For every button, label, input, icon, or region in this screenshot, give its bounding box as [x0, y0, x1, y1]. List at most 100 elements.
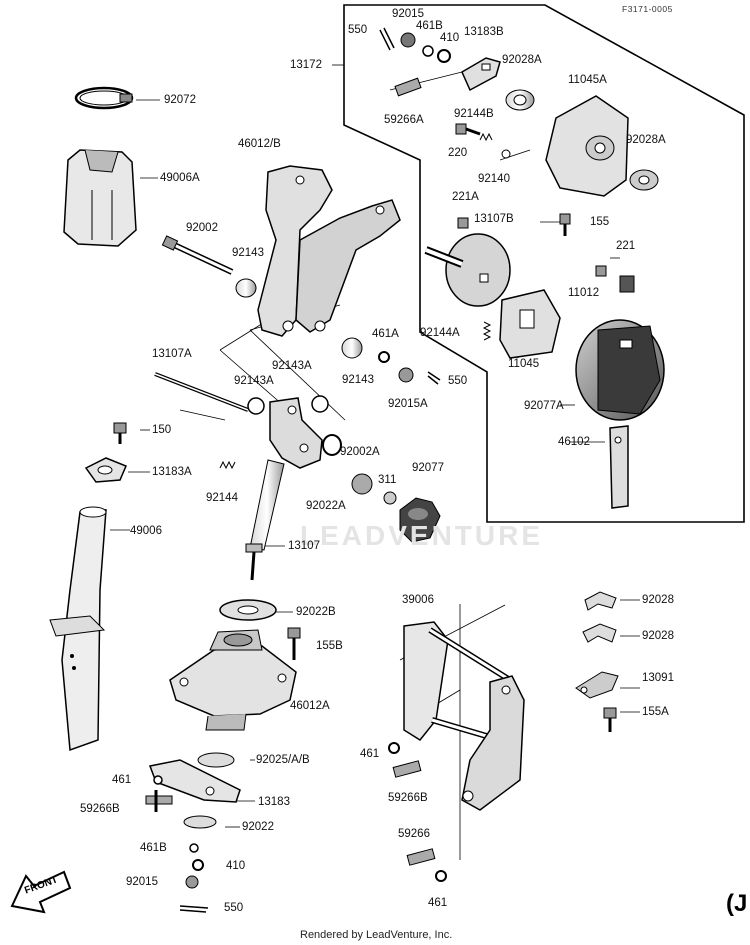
assembly-outline-13172	[343, 4, 745, 523]
label-59266b-r: 59266B	[388, 792, 428, 804]
washer-461-l	[153, 775, 163, 785]
boot-49006a	[63, 149, 137, 247]
front-arrow	[10, 870, 72, 914]
reference-code: F3171-0005	[622, 4, 673, 14]
washer-461b-b	[189, 843, 199, 853]
hose-clamp-92072	[74, 86, 134, 110]
label-92143a-1: 92143A	[272, 360, 312, 372]
label-46102: 46102	[558, 436, 590, 448]
label-49006: 49006	[130, 525, 162, 537]
cotter-pin-550-a	[379, 27, 395, 51]
label-59266a: 59266A	[384, 114, 424, 126]
label-13183a: 13183A	[152, 466, 192, 478]
flange-13183a	[84, 457, 127, 483]
bolt-155b	[287, 627, 301, 660]
fitting-59266b-r	[392, 760, 422, 778]
label-92143-b: 92143	[342, 374, 374, 386]
castle-nut-92015a	[398, 367, 414, 383]
label-410-b: 410	[226, 860, 246, 872]
bolt-155a	[603, 707, 617, 732]
bracket-39006	[403, 621, 525, 811]
label-92015-a: 92015	[392, 8, 424, 20]
label-550-c: 550	[224, 902, 244, 914]
washer-92022b-hole	[237, 605, 259, 615]
tube-49006	[49, 506, 107, 752]
cotter-pin-550-b	[427, 371, 441, 385]
washer-410-a	[437, 49, 451, 63]
spring-92144	[219, 460, 236, 470]
bolt-92002	[161, 235, 234, 275]
clip-92028-1	[584, 591, 617, 611]
label-221a: 221A	[452, 191, 479, 203]
arm-13091	[575, 671, 619, 699]
label-46012a: 46012A	[290, 700, 330, 712]
label-550-a: 550	[348, 24, 368, 36]
label-92077: 92077	[412, 462, 444, 474]
label-92028-2: 92028	[642, 630, 674, 642]
bolt-155-top	[559, 213, 571, 236]
label-11045: 11045	[508, 358, 540, 370]
washer-92028a-2	[629, 169, 659, 191]
label-461a: 461A	[372, 328, 399, 340]
housing-11045a	[545, 95, 629, 197]
label-461b-a: 461B	[416, 20, 443, 32]
pin-311	[383, 491, 397, 505]
label-92144b: 92144B	[454, 108, 494, 120]
label-39006: 39006	[402, 594, 434, 606]
knob-92077a	[575, 319, 665, 421]
washer-410-b	[192, 859, 204, 871]
washer-461-r	[388, 742, 400, 754]
label-410-a: 410	[440, 32, 460, 44]
label-92140: 92140	[478, 173, 510, 185]
label-92077a: 92077A	[524, 400, 564, 412]
label-92002: 92002	[186, 222, 218, 234]
label-92015-b: 92015	[126, 876, 158, 888]
nut-92002a	[351, 473, 373, 495]
label-92028a-1: 92028A	[502, 54, 542, 66]
washer-461a	[378, 351, 390, 363]
label-13107b: 13107B	[474, 213, 514, 225]
label-13183: 13183	[258, 796, 290, 808]
label-92028a-2: 92028A	[626, 134, 666, 146]
nut-92015-a	[400, 32, 416, 48]
washer-92022a	[322, 434, 342, 456]
label-92143-a: 92143	[232, 247, 264, 259]
label-59266b-l: 59266B	[80, 803, 120, 815]
cotter-pin-550-c	[179, 905, 209, 913]
label-92144: 92144	[206, 492, 238, 504]
bolt-221	[595, 265, 607, 277]
clip-92028-2	[582, 623, 617, 643]
label-461-b2: 461	[428, 897, 448, 909]
label-92022: 92022	[242, 821, 274, 833]
spring-92144a	[482, 321, 492, 341]
label-221: 221	[616, 240, 636, 252]
label-92022a: 92022A	[306, 500, 346, 512]
bushing-92143-b	[341, 337, 363, 359]
spring-92144b	[479, 132, 493, 142]
washer-92143a-2	[311, 395, 329, 413]
label-49006a: 49006A	[160, 172, 200, 184]
label-13091: 13091	[642, 672, 674, 684]
label-550-b: 550	[448, 375, 468, 387]
fitting-59266	[406, 848, 436, 866]
bracket-11045	[499, 289, 561, 359]
label-92143a-2: 92143A	[234, 375, 274, 387]
label-46012b: 46012/B	[238, 138, 281, 150]
label-311: 311	[378, 474, 397, 486]
watermark: LEADVENTURE	[300, 520, 544, 551]
lever-46102	[609, 425, 629, 509]
bolt-221a	[457, 217, 469, 229]
plate-13107b	[424, 233, 511, 307]
label-461-r: 461	[360, 748, 380, 760]
steering-shaft-13107	[245, 397, 323, 581]
block-11012	[619, 275, 635, 293]
washer-92143a-1	[247, 397, 265, 415]
label-92025: 92025/A/B	[256, 754, 310, 766]
label-13172: 13172	[290, 59, 322, 71]
washer-461-b2	[435, 870, 447, 882]
bushing-92028a-1	[505, 89, 535, 111]
label-13107: 13107	[288, 540, 320, 552]
fitting-59266a	[394, 77, 422, 97]
label-59266: 59266	[398, 828, 430, 840]
